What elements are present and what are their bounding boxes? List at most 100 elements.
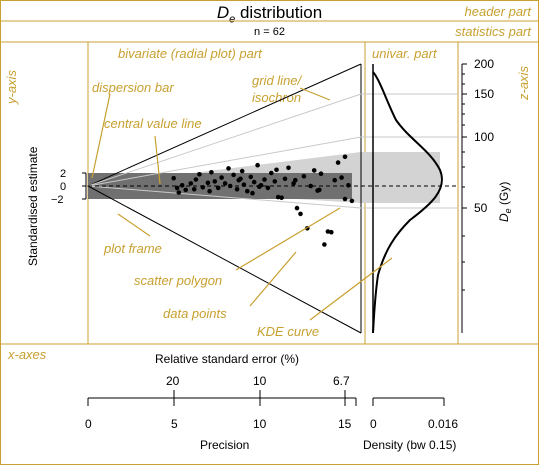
data-point [179, 183, 185, 188]
z-tick-label: 150 [474, 87, 494, 101]
data-point [191, 187, 197, 192]
precision-tick-label: 10 [253, 417, 267, 431]
y-axis: 2 0 −2 Standardised estimate [26, 146, 87, 266]
data-point [262, 177, 267, 182]
z-tick-label: 200 [474, 57, 494, 71]
data-point [322, 242, 327, 247]
data-point [197, 172, 202, 177]
data-point [176, 190, 182, 195]
data-point [275, 194, 281, 200]
scatter-polygon-label: scatter polygon [134, 273, 223, 288]
data-point [346, 183, 351, 188]
data-point [265, 185, 271, 191]
y-tick-label: −2 [51, 194, 64, 206]
annotation-pointers [91, 87, 393, 321]
y-tick-label: 2 [60, 168, 66, 180]
precision-tick-label: 15 [338, 417, 352, 431]
data-point [205, 180, 211, 186]
data-point [174, 185, 180, 191]
pointer-kde-curve [309, 257, 393, 321]
kde-curve [372, 71, 443, 334]
data-point [298, 211, 303, 217]
title-subscript: e [229, 13, 236, 26]
data-points [171, 154, 355, 247]
data-point [207, 188, 212, 194]
precision-axis: 0 5 10 15 Precision [85, 398, 357, 452]
statistics-part-label: statistics part [455, 24, 531, 39]
y-tick-label: 0 [60, 181, 66, 193]
title-symbol: D [216, 3, 230, 22]
data-point [222, 181, 228, 186]
data-point [294, 205, 300, 211]
grid-line-label-2: isochron [252, 90, 302, 105]
data-point [251, 179, 257, 185]
data-point [183, 187, 188, 193]
data-point [212, 179, 218, 184]
kde-curve-label: KDE curve [257, 324, 320, 339]
data-point [215, 185, 221, 191]
plot-frame-label: plot frame [104, 241, 162, 256]
central-value-line-label: central value line [104, 116, 202, 131]
data-point [245, 188, 250, 194]
data-point [209, 170, 214, 175]
data-point [200, 185, 206, 190]
data-point [238, 176, 243, 182]
density-tick-label: 0.016 [428, 417, 458, 431]
data-point [239, 168, 245, 174]
density-axis: 0 0.016 Density (bw 0.15) [363, 397, 458, 452]
data-point [308, 183, 314, 189]
data-point [342, 154, 348, 160]
z-tick-label: 50 [474, 201, 488, 215]
z-axis-title-symbol: D [497, 213, 511, 222]
plot-title: De distribution [0, 3, 539, 25]
z-axis-title-sub: e [503, 208, 513, 213]
data-point [282, 176, 288, 182]
data-point [318, 171, 324, 176]
pointer-central-line [154, 135, 161, 185]
data-point [269, 170, 274, 176]
statistics-text: n = 62 [254, 26, 285, 38]
isochron-50 [87, 185, 362, 209]
data-point [342, 196, 348, 202]
data-point [219, 175, 224, 180]
univariate-part-label: univar. part [372, 46, 437, 61]
precision-tick-label: 5 [171, 417, 178, 431]
data-point [193, 177, 199, 182]
data-point [274, 167, 279, 173]
data-point [188, 181, 194, 186]
x-axes-part-label: x-axes [8, 347, 47, 362]
data-point [226, 166, 231, 171]
rse-tick-label: 6.7 [333, 374, 350, 388]
z-axis-title: De (Gy) [497, 182, 513, 222]
data-point [250, 190, 255, 196]
grid-lines [87, 93, 458, 209]
data-point [257, 184, 262, 189]
data-point [311, 168, 317, 173]
data-point [286, 165, 291, 171]
header-part-label: header part [464, 4, 532, 19]
precision-axis-title: Precision [200, 438, 249, 452]
precision-tick-label: 0 [85, 417, 92, 431]
data-point [234, 187, 240, 192]
data-point [293, 177, 298, 183]
y-axis-title: Standardised estimate [26, 146, 40, 266]
isochron-100 [87, 136, 362, 187]
z-tick-label: 100 [474, 130, 494, 144]
data-point [317, 187, 322, 193]
rse-axis: Relative standard error (%) 20 10 6.7 [88, 352, 356, 399]
rse-tick-label: 10 [253, 374, 267, 388]
pointer-grid-line [299, 87, 331, 101]
z-axis-title-unit: (Gy) [497, 182, 511, 209]
data-point [171, 175, 176, 181]
isochron-150 [87, 93, 362, 187]
data-point [329, 229, 334, 235]
data-point [227, 183, 233, 189]
z-axis: 200 150 100 50 De (Gy) [461, 57, 513, 333]
grid-line-label-1: grid line/ [252, 73, 302, 88]
pointer-dispersion-bar [91, 93, 111, 179]
data-point [332, 177, 338, 183]
data-point [335, 160, 341, 165]
